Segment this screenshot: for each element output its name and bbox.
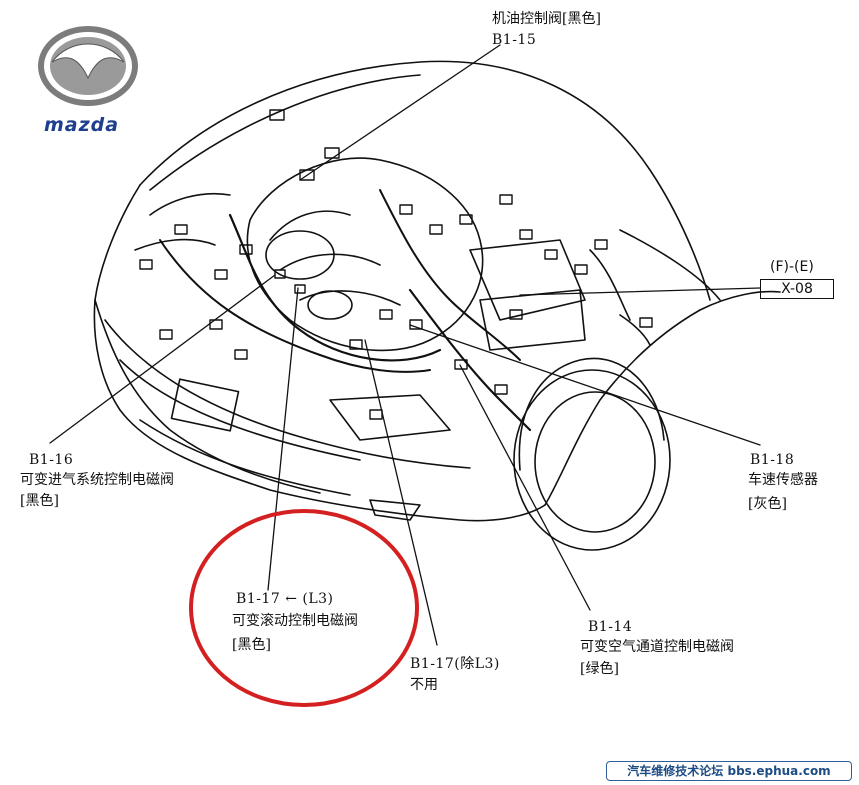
hood-outline <box>139 60 711 301</box>
callout-b1-14-color: [绿色] <box>580 661 619 677</box>
callout-b1-17-other-note: 不用 <box>410 677 438 693</box>
front-wheel-inner <box>534 391 656 533</box>
callout-b1-14-name: 可变空气通道控制电磁阀 <box>580 639 734 655</box>
callout-b1-14-code: B1-14 <box>588 619 633 635</box>
callout-b1-16-name: 可变进气系统控制电磁阀 <box>20 472 174 488</box>
callout-b1-16-code: B1-16 <box>29 452 74 468</box>
wire-harness-4 <box>408 288 532 432</box>
arrow-left-icon: ← <box>285 591 298 607</box>
callout-b1-18-name: 车速传感器 <box>748 472 818 488</box>
callout-b1-16-color: [黑色] <box>20 493 59 509</box>
wheel-arch <box>518 357 665 471</box>
leader-lines <box>49 44 761 646</box>
grille-line <box>104 319 471 469</box>
intake-manifold <box>269 210 401 306</box>
wire-right <box>589 249 651 346</box>
callout-b1-17-other-code: B1-17(除L3) <box>410 656 500 672</box>
fender-line <box>544 290 781 506</box>
front-wheel-outer <box>513 369 671 551</box>
callout-x08-code: X-08 <box>760 279 834 299</box>
wire-harness-3 <box>379 189 521 361</box>
lower-grille <box>329 394 451 441</box>
lower-body <box>94 299 321 494</box>
callout-b1-17-l3-code: B1-17 <box>236 591 281 607</box>
callout-b1-17-l3-color: [黑色] <box>232 637 271 653</box>
battery-box <box>469 239 586 321</box>
side-line <box>619 229 721 301</box>
callout-b1-17-l3-name: 可变滚动控制电磁阀 <box>232 613 358 629</box>
highlight-circle <box>189 509 419 707</box>
callout-b1-15-code: B1-15 <box>492 32 537 48</box>
forum-watermark: 汽车维修技术论坛 bbs.ephua.com <box>606 761 852 781</box>
hood-edge <box>149 74 421 191</box>
throttle-body <box>307 290 353 320</box>
air-filter <box>265 230 335 280</box>
left-strut <box>134 192 231 251</box>
license-plate <box>170 378 240 432</box>
callout-b1-15-name: 机油控制阀[黑色] <box>492 11 601 27</box>
wire-harness-2 <box>159 239 431 373</box>
engine-cover <box>246 157 484 352</box>
callout-b1-17-l3-variant: (L3) <box>302 591 334 607</box>
wire-harness-1 <box>228 213 442 362</box>
right-cover <box>479 289 586 351</box>
callout-b1-18-color: [灰色] <box>748 496 787 512</box>
callout-b1-18-code: B1-18 <box>750 452 795 468</box>
body-outline <box>93 184 546 522</box>
connectors <box>139 109 653 420</box>
bumper-lower <box>139 419 351 496</box>
callout-b1-17-l3-line: B1-17 ← (L3) <box>236 590 334 608</box>
bumper-line <box>119 359 361 461</box>
mazda-logo-icon <box>38 26 138 106</box>
mazda-wordmark: mazda <box>44 114 120 136</box>
callout-x08-grid: (F)-(E) <box>770 259 814 275</box>
